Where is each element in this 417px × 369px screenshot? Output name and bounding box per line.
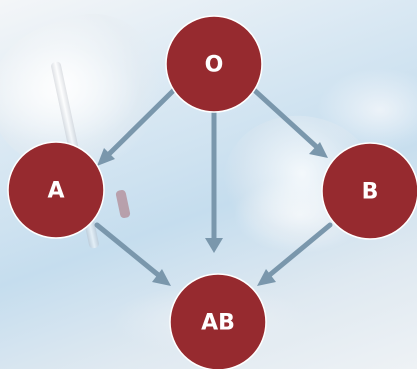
arrowhead-o-to-ab <box>205 238 223 253</box>
edge-b-to-ab <box>263 222 333 281</box>
arrowhead-o-to-b <box>309 142 328 158</box>
edges-layer <box>94 85 333 286</box>
node-ab-circle <box>169 273 267 369</box>
node-ab: AB <box>169 273 267 369</box>
node-o-circle <box>165 15 263 113</box>
node-a-circle <box>7 141 105 239</box>
node-a-label: A <box>47 179 64 204</box>
edge-a-to-ab <box>94 222 165 281</box>
node-b: B <box>321 142 417 240</box>
node-a: A <box>7 141 105 239</box>
node-o-label: O <box>205 53 224 78</box>
node-o: O <box>165 15 263 113</box>
node-b-circle <box>321 142 417 240</box>
node-ab-label: AB <box>201 311 235 336</box>
arrowhead-b-to-ab <box>257 269 276 286</box>
edge-o-to-a <box>101 85 179 162</box>
nodes-layer: O A B AB <box>7 15 417 369</box>
arrowhead-o-to-a <box>97 148 115 166</box>
node-b-label: B <box>362 180 379 205</box>
edge-o-to-b <box>249 85 323 153</box>
arrowhead-a-to-ab <box>152 269 171 286</box>
